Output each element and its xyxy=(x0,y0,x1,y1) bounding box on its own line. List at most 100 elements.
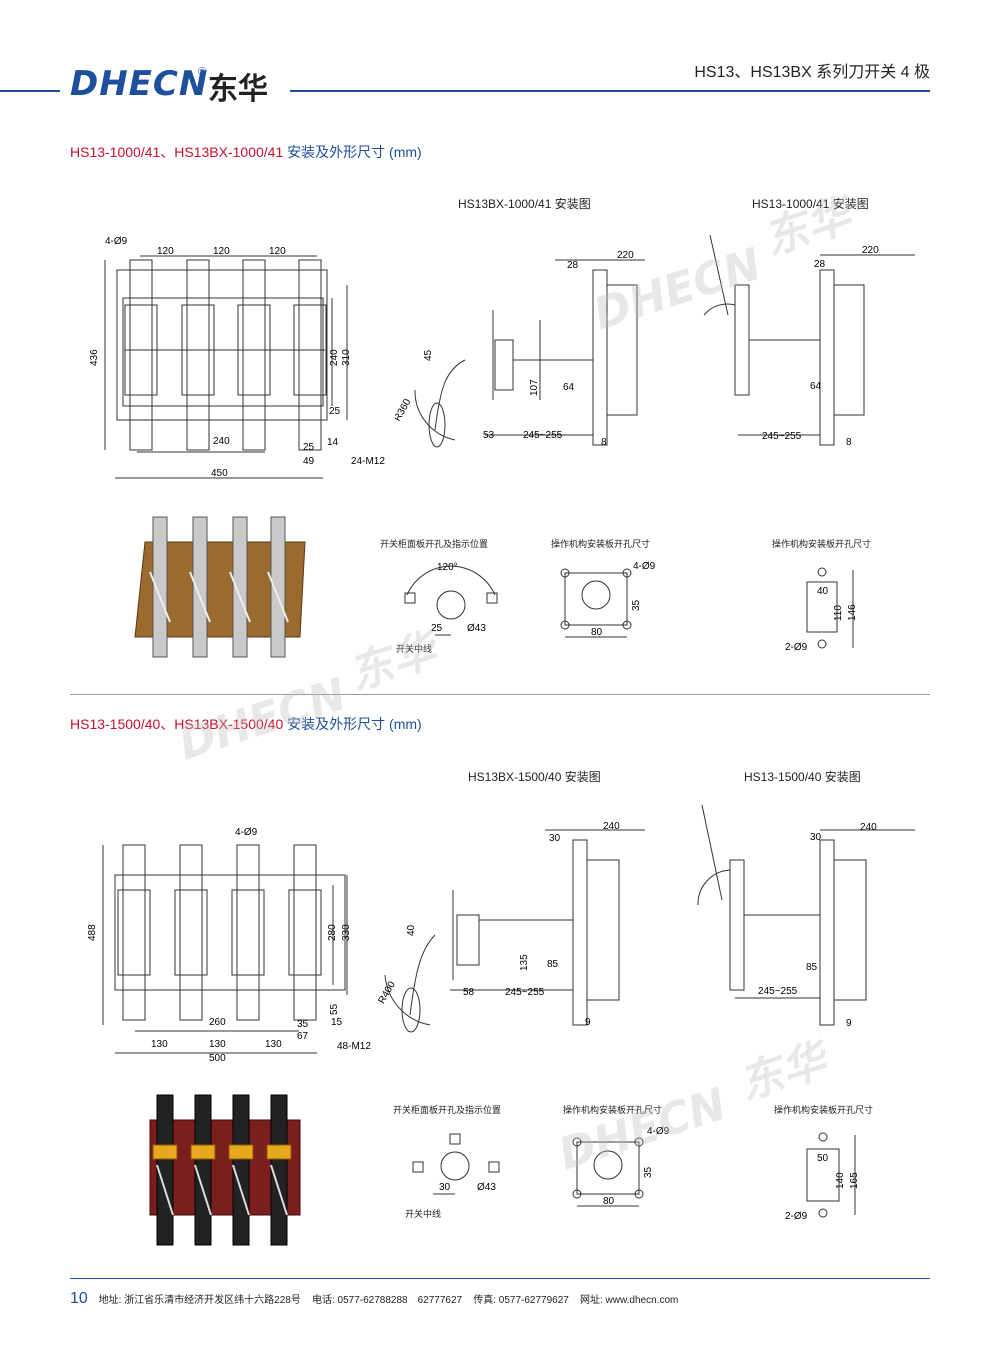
bx2-85: 85 xyxy=(547,959,559,970)
header-rule-left xyxy=(0,90,60,92)
dim-49: 49 xyxy=(303,456,315,467)
mech1-35: 35 xyxy=(631,599,642,611)
web-label: 网址: xyxy=(579,1295,603,1306)
k1-146: 146 xyxy=(847,604,858,621)
watermark-cn-3: 东华 xyxy=(733,1033,838,1111)
dim-bolt: 24-M12 xyxy=(351,456,385,467)
section1-bx-drawing: 28 220 45 R360 107 64 53 245~255 8 xyxy=(395,250,645,448)
page-title: HS13、HS13BX 系列刀开关 4 极 xyxy=(694,64,930,81)
section1-center-line: 开关中线 xyxy=(396,644,433,654)
section-divider xyxy=(70,694,930,695)
section2-title-model: HS13-1500/40、HS13BX-1500/40 xyxy=(70,716,288,732)
dim-pitch2: 120 xyxy=(213,246,230,257)
section1-title: HS13-1000/41、HS13BX-1000/41 安装及外形尺寸 (mm) xyxy=(70,142,422,162)
bx2-40: 40 xyxy=(406,924,417,936)
fax: 0577-62779627 xyxy=(498,1295,569,1306)
section1-mech2-drawing: 40 110 146 2-Ø9 xyxy=(785,567,858,653)
dim2-280: 280 xyxy=(327,924,338,941)
dim-hole: 4-Ø9 xyxy=(105,236,128,247)
tel: 0577-62788288 62777627 xyxy=(337,1295,463,1306)
section1-title-model: HS13-1000/41、HS13BX-1000/41 xyxy=(70,144,288,160)
section1-panel-drawing: 120° 25 Ø43 xyxy=(404,562,498,636)
section1-hs-label: HS13-1000/41 安装图 xyxy=(752,197,869,211)
bx2-58: 58 xyxy=(463,987,475,998)
hs2-85: 85 xyxy=(806,962,818,973)
dim2-488: 488 xyxy=(87,924,98,941)
bx2-9: 9 xyxy=(585,1017,591,1028)
footer-rule xyxy=(70,1278,930,1279)
bx2-135: 135 xyxy=(519,954,530,971)
tel-label: 电话: xyxy=(311,1295,335,1306)
k2-2: 2-Ø9 xyxy=(785,1211,808,1222)
section2-panel-label: 开关柜面板开孔及指示位置 xyxy=(393,1105,502,1115)
dim-w240: 240 xyxy=(213,436,230,447)
pole-3 xyxy=(231,844,265,1021)
section2-title-desc: 安装及外形尺寸 (mm) xyxy=(287,716,422,732)
section1-mech2-label: 操作机构安装板开孔尺寸 xyxy=(772,539,872,549)
section1-mech-label: 操作机构安装板开孔尺寸 xyxy=(551,539,651,549)
pole-2 xyxy=(181,259,215,451)
hs2-30: 30 xyxy=(810,832,822,843)
dim-pitch1: 120 xyxy=(157,246,174,257)
hs1-64: 64 xyxy=(810,381,822,392)
hs1-220: 220 xyxy=(862,245,879,256)
mech2-35: 35 xyxy=(643,1166,654,1178)
section2-front-view: 4-Ø9 488 280 330 55 260 35 15 67 130 130… xyxy=(87,827,371,1064)
pole-4 xyxy=(288,844,322,1021)
bx1-245: 245~255 xyxy=(523,430,563,441)
footer: 10 地址: 浙江省乐清市经济开发区纬十六路228号 电话: 0577-6278… xyxy=(70,1290,678,1308)
dim-310: 310 xyxy=(341,349,352,366)
dim2-55: 55 xyxy=(329,1003,340,1015)
bx1-107: 107 xyxy=(529,379,540,396)
section1-front-view: 4-Ø9 120 120 120 436 240 310 25 240 25 1… xyxy=(89,236,385,479)
mech1-80: 80 xyxy=(591,627,603,638)
section1-product-photo xyxy=(134,516,306,658)
section2-panel-drawing: 30 Ø43 xyxy=(412,1133,500,1195)
k1-110: 110 xyxy=(833,605,844,621)
dim-436: 436 xyxy=(89,349,100,366)
section2-bx-drawing: 30 240 40 R400 135 85 58 245~255 9 xyxy=(376,821,645,1033)
section1-panel-label: 开关柜面板开孔及指示位置 xyxy=(380,539,489,549)
dim-pitch3: 120 xyxy=(269,246,286,257)
dim2-130c: 130 xyxy=(265,1039,282,1050)
bx2-240: 240 xyxy=(603,821,620,832)
registered-mark: ® xyxy=(198,66,207,78)
brand-logo-cn: 东华 xyxy=(208,72,268,107)
bx1-45: 45 xyxy=(423,349,434,361)
bx2-245: 245~255 xyxy=(505,987,545,998)
hs2-240: 240 xyxy=(860,822,877,833)
bx1-8: 8 xyxy=(601,437,607,448)
pole-3 xyxy=(237,259,271,451)
dim2-260: 260 xyxy=(209,1017,226,1028)
section2-mech-drawing: 4-Ø9 35 80 xyxy=(572,1126,670,1207)
section2-mech2-drawing: 50 140 165 2-Ø9 xyxy=(785,1132,860,1222)
pole-1 xyxy=(117,844,151,1021)
hs1-245: 245~255 xyxy=(762,431,802,442)
section2-mech2-label: 操作机构安装板开孔尺寸 xyxy=(774,1105,874,1115)
section2-bx-label: HS13BX-1500/40 安装图 xyxy=(468,770,601,784)
dim2-15: 15 xyxy=(331,1017,343,1028)
hs2-245: 245~255 xyxy=(758,986,798,997)
website: www.dhecn.com xyxy=(605,1295,679,1306)
bx1-220: 220 xyxy=(617,250,634,261)
panel1-angle: 120° xyxy=(437,562,458,573)
k2-165: 165 xyxy=(849,1172,860,1189)
bx1-28: 28 xyxy=(567,260,579,271)
section2-hs-label: HS13-1500/40 安装图 xyxy=(744,770,861,784)
panel1-25: 25 xyxy=(431,623,443,634)
bx2-30: 30 xyxy=(549,833,561,844)
page-number: 10 xyxy=(70,1290,88,1307)
bx1-53: 53 xyxy=(483,430,495,441)
dim2-130b: 130 xyxy=(209,1039,226,1050)
hs1-28: 28 xyxy=(814,259,826,270)
section2-title: HS13-1500/40、HS13BX-1500/40 安装及外形尺寸 (mm) xyxy=(70,714,422,734)
k2-140: 140 xyxy=(835,1172,846,1189)
k2-50: 50 xyxy=(817,1153,829,1164)
hs1-8: 8 xyxy=(846,437,852,448)
section2-product-photo xyxy=(149,1094,301,1246)
dim-14: 14 xyxy=(327,437,339,448)
pole-4 xyxy=(293,259,327,451)
panel2-30: 30 xyxy=(439,1182,451,1193)
k1-40: 40 xyxy=(817,586,829,597)
bx1-R: R360 xyxy=(395,397,414,424)
